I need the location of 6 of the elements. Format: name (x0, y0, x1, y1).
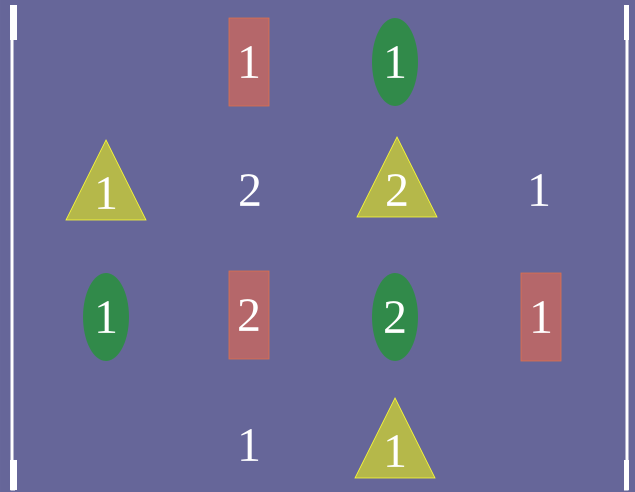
number-rectangle: 2 (228, 270, 270, 360)
number-rectangle: 1 (520, 272, 562, 362)
number-label: 1 (531, 174, 548, 206)
number-label: 1 (241, 429, 258, 461)
number-rectangle: 1 (228, 18, 270, 106)
number-label: 2 (240, 174, 260, 206)
